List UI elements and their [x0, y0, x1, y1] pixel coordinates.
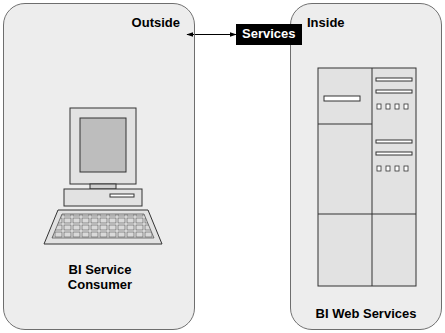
heading-text: Outside [132, 15, 180, 30]
indicator-light [404, 104, 408, 109]
indicator-light [377, 166, 381, 171]
panel-fill [4, 4, 194, 329]
caption-text: BI Service Consumer [44, 262, 156, 292]
system-unit [64, 189, 142, 206]
drive-slot [324, 96, 360, 101]
server-divider [372, 214, 416, 215]
indicator-light [386, 166, 390, 171]
server-icon [318, 68, 416, 286]
heading-text: Inside [307, 15, 345, 30]
indicator-light [395, 166, 399, 171]
keyboard-keys [52, 214, 154, 238]
server-divider [372, 68, 373, 286]
service-label: Services [236, 24, 302, 45]
computer-icon [44, 108, 162, 244]
region-panel: Outside BI Service Consumer [3, 3, 195, 330]
heading-text: Services [242, 26, 296, 41]
server-divider [318, 124, 372, 125]
region-panel: Inside BI Web Services [290, 3, 442, 330]
indicator-row [377, 104, 408, 171]
server-case [318, 68, 416, 286]
keyboard [44, 210, 162, 244]
monitor-screen [80, 118, 126, 172]
indicator-light [395, 104, 399, 109]
indicator-light [404, 166, 408, 171]
drive-bay [376, 140, 412, 143]
monitor-stand [90, 184, 116, 189]
drive-bay [376, 152, 412, 155]
drive-bay [376, 90, 412, 93]
drive-bay [376, 78, 412, 81]
monitor [70, 108, 136, 184]
drive-slot [110, 194, 134, 197]
caption-text: BI Web Services [295, 306, 437, 321]
panel-fill [291, 4, 441, 329]
server-divider [318, 214, 372, 215]
indicator-light [386, 104, 390, 109]
indicator-light [377, 104, 381, 109]
